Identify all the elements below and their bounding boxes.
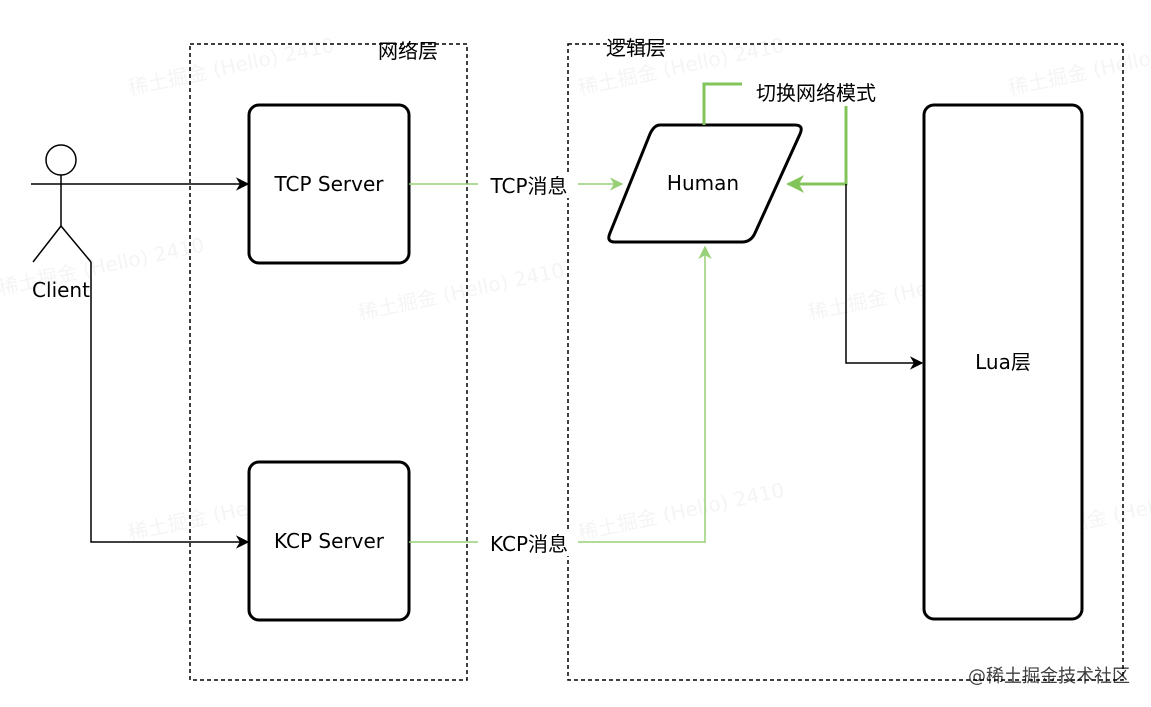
client-label: Client bbox=[32, 278, 90, 302]
logic-layer-title: 逻辑层 bbox=[606, 36, 666, 60]
network-layer-title: 网络层 bbox=[378, 39, 438, 63]
kcp-message-label: KCP消息 bbox=[490, 532, 568, 556]
svg-text:稀土掘金 (Hello) 2410: 稀土掘金 (Hello) 2410 bbox=[0, 233, 206, 300]
human-to-lua-edge bbox=[845, 184, 924, 370]
svg-text:稀土掘金 (Hello) 2410: 稀土掘金 (Hello) 2410 bbox=[126, 33, 336, 100]
human-label: Human bbox=[667, 171, 739, 195]
site-watermark: @稀土掘金技术社区 bbox=[968, 666, 1130, 687]
svg-text:稀土掘金 (Hello) 2410: 稀土掘金 (Hello) 2410 bbox=[576, 478, 786, 545]
svg-text:稀土掘金 (Hello) 2410: 稀土掘金 (Hello) 2410 bbox=[1006, 33, 1151, 100]
tcp-message-label: TCP消息 bbox=[489, 174, 567, 198]
svg-text:稀土掘金 (Hello) 2410: 稀土掘金 (Hello) 2410 bbox=[356, 258, 566, 325]
lua-layer-box bbox=[922, 103, 1084, 621]
human-node bbox=[607, 123, 803, 244]
lua-layer-label: Lua层 bbox=[975, 350, 1031, 374]
client-to-kcp-edge bbox=[90, 262, 250, 549]
network-layer-container bbox=[189, 43, 468, 681]
kcp-server-box bbox=[247, 460, 411, 622]
client-actor-icon bbox=[31, 144, 92, 263]
switch-mode-label: 切换网络模式 bbox=[756, 81, 876, 105]
tcp-server-label: TCP Server bbox=[273, 172, 384, 196]
kcp-server-label: KCP Server bbox=[274, 529, 385, 553]
